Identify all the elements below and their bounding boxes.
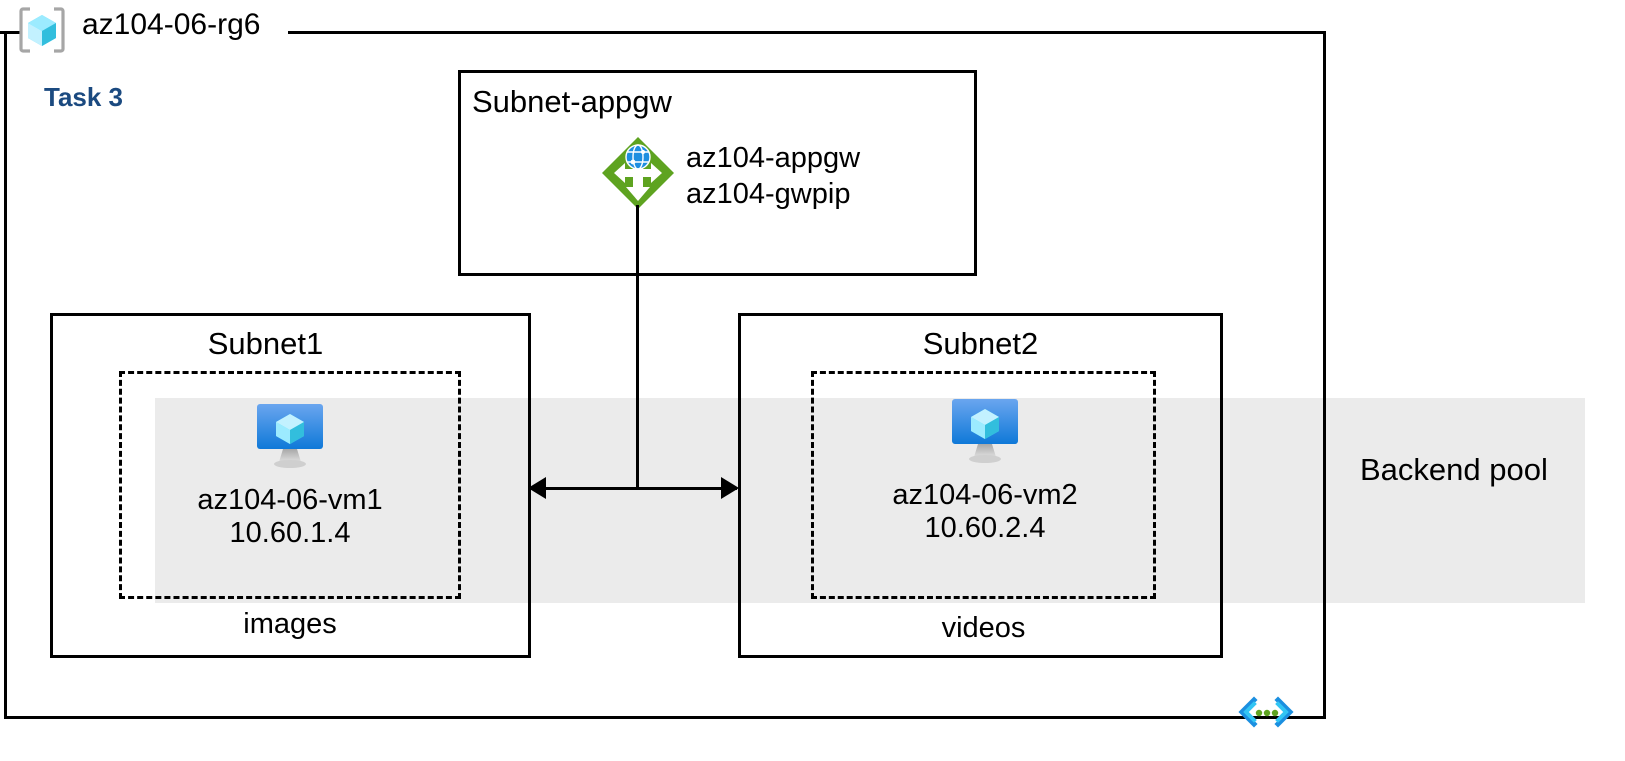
application-gateway-icon bbox=[602, 137, 674, 209]
subnet1-vm-name: az104-06-vm1 bbox=[197, 484, 383, 516]
subnet1-dashed-group bbox=[119, 371, 461, 599]
subnet-appgw-box bbox=[458, 70, 977, 276]
virtual-machine-icon bbox=[257, 404, 323, 468]
subnet1-vm: az104-06-vm1 10.60.1.4 bbox=[160, 398, 420, 551]
subnet2-vm-ip: 10.60.2.4 bbox=[924, 512, 1046, 545]
subnet2-title: Subnet2 bbox=[922, 326, 1039, 361]
resource-group-title: az104-06-rg6 bbox=[82, 8, 261, 41]
subnet2-footer-label: videos bbox=[941, 612, 1026, 644]
connector-arrow-left bbox=[528, 477, 546, 499]
backend-pool-band bbox=[155, 398, 1585, 603]
appgw-public-ip: az104-gwpip bbox=[686, 178, 851, 211]
subnet2-dashed-group bbox=[811, 371, 1156, 599]
connector-arrow-right bbox=[721, 477, 739, 499]
appgw-labels: az104-appgw az104-gwpip bbox=[686, 140, 860, 213]
resource-group-icon bbox=[19, 7, 65, 53]
virtual-machine-icon bbox=[952, 399, 1018, 463]
resource-group-border-right bbox=[1323, 31, 1326, 719]
subnet2-vm-name: az104-06-vm2 bbox=[892, 479, 1078, 511]
resource-group-border-bottom bbox=[4, 716, 1326, 719]
subnet1-box bbox=[50, 313, 531, 658]
appgw-name: az104-appgw bbox=[686, 142, 861, 174]
subnet1-title: Subnet1 bbox=[207, 326, 324, 361]
subnet1-footer-label: images bbox=[243, 608, 337, 640]
resource-group-border-top-left bbox=[0, 31, 22, 34]
resource-group-border-left bbox=[4, 31, 7, 719]
backend-connector-horizontal bbox=[531, 487, 737, 490]
task-label: Task 3 bbox=[44, 82, 124, 112]
subnet1-vm-ip: 10.60.1.4 bbox=[229, 517, 351, 550]
backend-pool-label: Backend pool bbox=[1360, 452, 1548, 487]
subnet2-vm: az104-06-vm2 10.60.2.4 bbox=[855, 393, 1115, 546]
subnet-appgw-title: Subnet-appgw bbox=[472, 84, 672, 119]
resource-group-border-top-right bbox=[288, 31, 1326, 34]
code-ellipsis-icon bbox=[1238, 696, 1294, 728]
appgw-connector-vertical bbox=[636, 205, 639, 490]
subnet2-box bbox=[738, 313, 1223, 658]
